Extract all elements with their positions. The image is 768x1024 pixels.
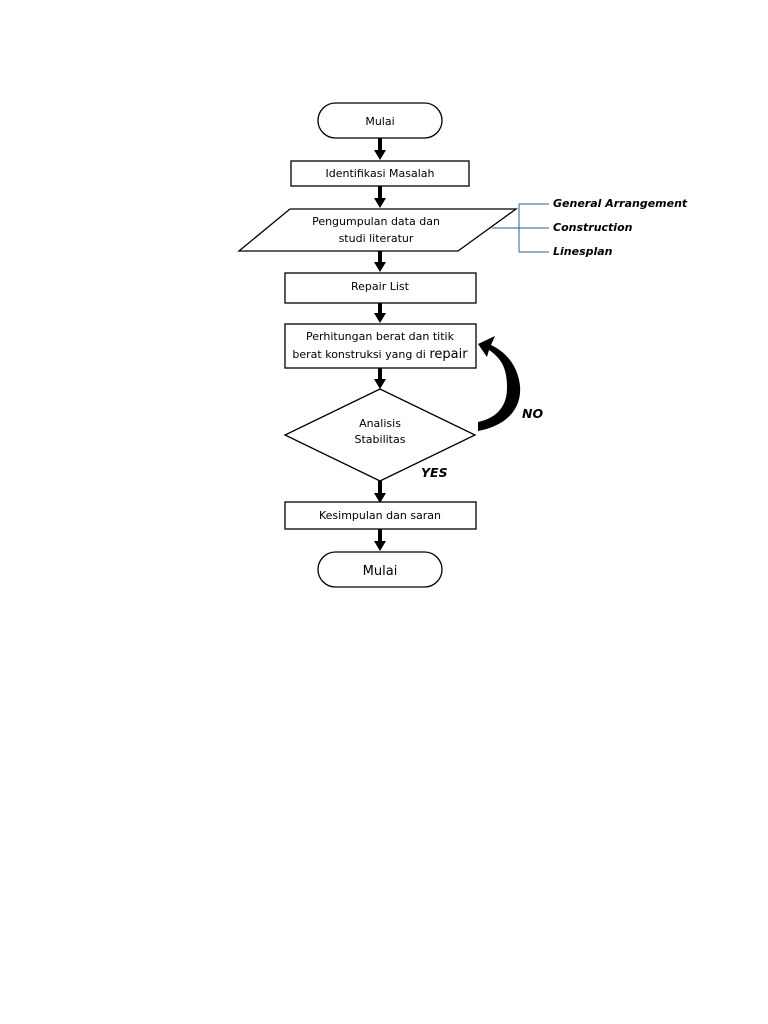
data-source-linesplan: Linesplan <box>553 245 613 258</box>
identify-process <box>290 160 470 187</box>
arrow-conclusion-to-end <box>374 529 386 551</box>
data-sources-bracket <box>492 203 549 253</box>
calculation-label-line2-text: berat konstruksi yang di <box>292 348 425 361</box>
arrow-start-to-identify <box>374 138 386 160</box>
conclusion-label: Kesimpulan dan saran <box>319 509 441 522</box>
repair-list-label: Repair List <box>351 280 410 293</box>
analysis-label-line1: Analisis <box>359 417 401 430</box>
yes-branch-label: YES <box>421 465 448 480</box>
start-label: Mulai <box>365 115 394 128</box>
collect-label-line2: studi literatur <box>339 232 414 245</box>
collect-label-line1: Pengumpulan data dan <box>312 215 440 228</box>
arrow-collect-to-repair-list <box>374 251 386 272</box>
calculation-label-emphasis: repair <box>429 347 468 362</box>
identify-label: Identifikasi Masalah <box>326 167 435 180</box>
arrow-repair-list-to-calc <box>374 303 386 323</box>
data-source-general-arrangement: General Arrangement <box>553 197 688 210</box>
end-label: Mulai <box>363 564 398 579</box>
no-branch-label: NO <box>522 406 543 421</box>
data-source-construction: Construction <box>553 221 633 234</box>
repair-list-process <box>284 272 477 304</box>
calculation-label-line2: berat konstruksi yang di repair <box>292 347 468 362</box>
collect-data-input <box>237 208 519 252</box>
conclusion-process <box>284 501 477 530</box>
calculation-process <box>284 323 477 369</box>
arrow-calc-to-analysis <box>374 368 386 389</box>
no-loop-arrow <box>478 336 521 431</box>
analysis-label-line2: Stabilitas <box>355 433 406 446</box>
arrow-identify-to-collect <box>374 186 386 208</box>
calculation-label-line1: Perhitungan berat dan titik <box>306 330 455 343</box>
end-terminal <box>317 551 443 588</box>
arrow-analysis-to-conclusion <box>374 481 386 503</box>
